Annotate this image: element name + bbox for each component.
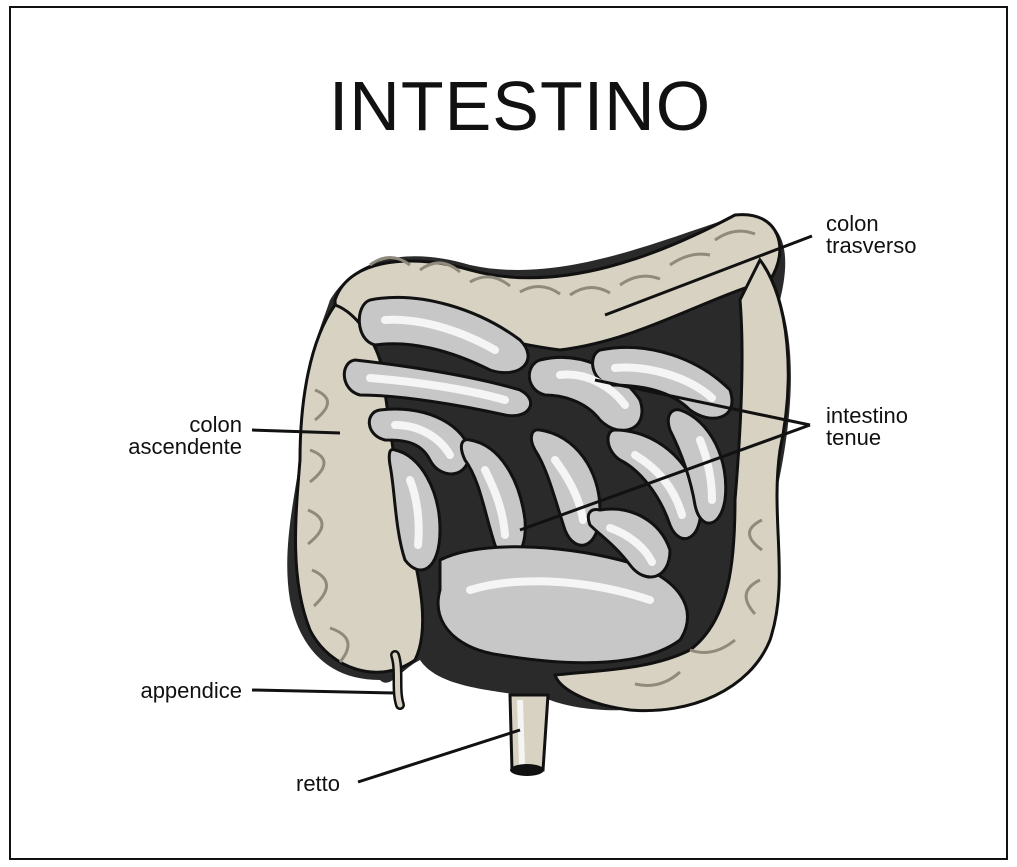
label-intestino-tenue: intestino tenue (826, 405, 908, 449)
rectum (510, 695, 548, 776)
label-appendice: appendice (98, 680, 242, 702)
leader-retto (358, 730, 520, 782)
leader-appendice (252, 690, 395, 693)
label-colon-ascendente: colon ascendente (98, 414, 242, 458)
label-retto: retto (296, 773, 340, 795)
label-colon-trasverso: colon trasverso (826, 213, 916, 257)
